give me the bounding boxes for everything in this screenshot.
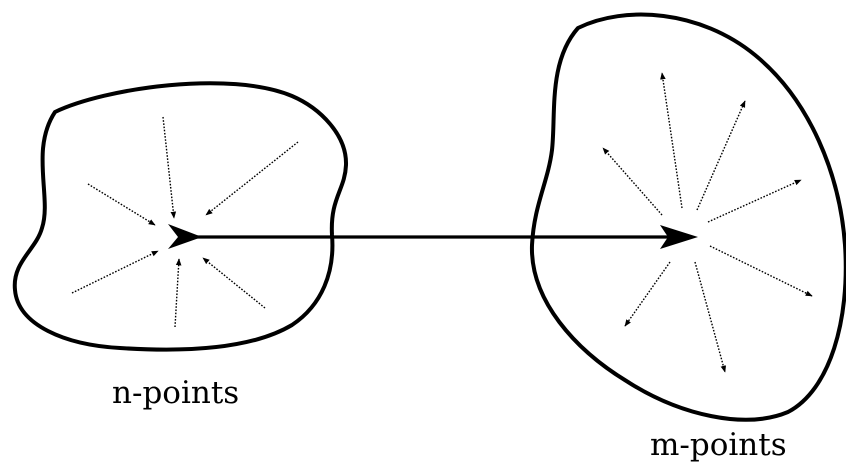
diverging-rays [602,72,813,373]
mapping-arrow [168,224,698,249]
converging-rays [71,116,299,328]
target-region-outline [529,12,846,422]
source-region-outline [12,81,349,352]
source-region-label: n-points [112,375,240,411]
target-region-label: m-points [650,427,787,463]
mapping-arrow-head [660,225,698,249]
